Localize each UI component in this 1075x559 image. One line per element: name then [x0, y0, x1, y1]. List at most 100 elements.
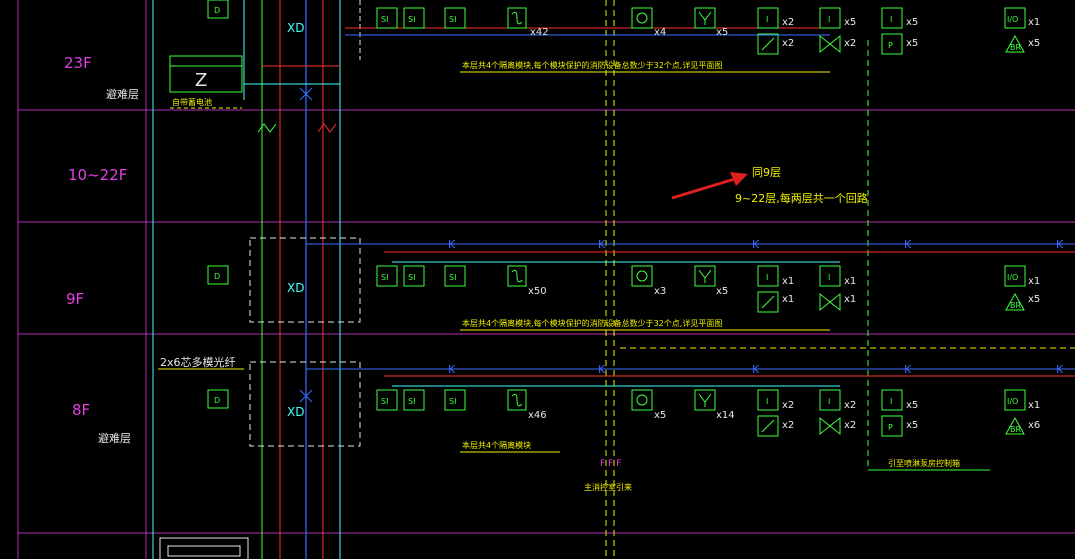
input-label-8f-1: I [766, 397, 768, 406]
input-module-icon-9f-2 [819, 265, 841, 287]
k-marker-8f-4: K [904, 363, 912, 376]
input-module-icon-8f-2 [819, 389, 841, 411]
auto-power-label: 自带蓄电池 [172, 97, 212, 107]
hydrant-button-icon-8f [757, 415, 779, 437]
main-control-label: 主消控室引来 [584, 482, 632, 492]
floor-label-10-22f: 10~22F [68, 166, 127, 184]
d-module-23f: D [214, 6, 220, 15]
count-23f-i2: x5 [844, 17, 856, 28]
p-label-23f: P [888, 41, 893, 50]
k-marker-8f-3: K [752, 363, 760, 376]
horn-icon-8f [694, 389, 716, 411]
count-8f-io: x1 [1028, 400, 1040, 411]
count-23f-s: x42 [530, 27, 549, 38]
count-8f-hydrant: x2 [782, 420, 794, 431]
count-8f-p: x5 [906, 420, 918, 431]
pump-control-label: 引至喷淋泵房控制箱 [888, 458, 960, 468]
floor-label-8f: 8F [72, 401, 90, 419]
floor-8f-section: 2x6芯多模光纤 XD D 本层共4个隔离模块 K K K K K SI SI … [158, 347, 1075, 492]
d-module-9f: D [214, 272, 220, 281]
count-23f-br: x5 [1028, 38, 1040, 49]
vertical-risers [152, 0, 869, 559]
riser-cross-23f [299, 87, 313, 101]
input-label-9f-1: I [766, 273, 768, 282]
p-label-8f: P [888, 423, 893, 432]
hydrant-button-icon-23f [757, 33, 779, 55]
riser-break-red [317, 123, 337, 133]
io-module-icon-9f [1004, 265, 1026, 287]
count-23f-i3: x5 [906, 17, 918, 28]
valve-icon-8f [819, 416, 841, 436]
annotation-arrow [671, 176, 739, 200]
k-marker-9f-2: K [598, 238, 606, 251]
si-module-9f-2: SI [408, 273, 415, 282]
count-9f-bell: x3 [654, 286, 666, 297]
k-marker-8f-1: K [448, 363, 456, 376]
refuge-label-23f: 避难层 [106, 87, 139, 101]
count-8f-br: x6 [1028, 420, 1040, 431]
io-label-23f: I/O [1007, 15, 1018, 24]
si-module-9f-1: SI [381, 273, 388, 282]
input-module-icon-23f-1 [757, 7, 779, 29]
count-9f-valve: x1 [844, 294, 856, 305]
br-label-23f: BR [1010, 43, 1021, 52]
input-module-icon-9f-1 [757, 265, 779, 287]
count-9f-s: x50 [528, 286, 547, 297]
br-label-9f: BR [1010, 301, 1021, 310]
note-23f: 本层共4个隔离模块,每个模块保护的消防设备总数少于32个点,详见平面图 [462, 60, 722, 70]
floor-label-9f: 9F [66, 290, 84, 308]
horn-icon-23f [694, 7, 716, 29]
si-module-23f-2: SI [408, 15, 415, 24]
input-module-icon-8f-1 [757, 389, 779, 411]
count-23f-i1: x2 [782, 17, 794, 28]
floor-9f-section: XD D 本层共4个隔离模块,每个模块保护的消防设备总数少于32个点,详见平面图… [207, 237, 1075, 331]
xd-box-9f: XD [287, 281, 304, 295]
si-module-23f-3: SI [449, 15, 456, 24]
input-label-23f-2: I [828, 15, 830, 24]
annotation-line1: 同9层 [752, 166, 781, 179]
k-marker-9f-4: K [904, 238, 912, 251]
count-23f-bell: x4 [654, 27, 666, 38]
count-9f-br: x5 [1028, 294, 1040, 305]
refuge-label-8f: 避难层 [98, 431, 131, 445]
valve-icon-9f [819, 292, 841, 312]
io-module-icon-23f [1004, 7, 1026, 29]
riser-break-green [257, 123, 277, 133]
count-23f-io: x1 [1028, 17, 1040, 28]
count-8f-i2: x2 [844, 400, 856, 411]
k-marker-9f-5: K [1056, 238, 1064, 251]
input-module-icon-8f-3 [881, 389, 903, 411]
fiber-label: 2x6芯多模光纤 [160, 355, 236, 369]
input-label-8f-2: I [828, 397, 830, 406]
annotation-arrow-head [730, 172, 748, 186]
k-marker-9f-1: K [448, 238, 456, 251]
broadcast-icon-8f [1005, 416, 1025, 435]
si-module-8f-3: SI [449, 397, 456, 406]
input-label-23f-1: I [766, 15, 768, 24]
si-module-23f-1: SI [381, 15, 388, 24]
valve-icon-23f [819, 34, 841, 54]
input-label-8f-3: I [890, 397, 892, 406]
br-label-8f: BR [1010, 425, 1021, 434]
count-9f-i2: x1 [844, 276, 856, 287]
count-8f-i1: x2 [782, 400, 794, 411]
count-8f-horn: x14 [716, 410, 735, 421]
count-23f-valve: x2 [844, 38, 856, 49]
alarm-bell-icon-8f [631, 389, 653, 411]
count-8f-bell: x5 [654, 410, 666, 421]
alarm-bell-icon-23f [631, 7, 653, 29]
k-marker-8f-5: K [1056, 363, 1064, 376]
count-9f-io: x1 [1028, 276, 1040, 287]
input-module-icon-23f-2 [819, 7, 841, 29]
z-power-box: Z [195, 70, 207, 91]
input-label-9f-2: I [828, 273, 830, 282]
si-module-9f-3: SI [449, 273, 456, 282]
smoke-detector-icon-8f [507, 389, 527, 411]
broadcast-icon-9f [1005, 292, 1025, 311]
si-module-8f-1: SI [381, 397, 388, 406]
horn-icon-9f [694, 265, 716, 287]
smoke-detector-icon-9f [507, 265, 527, 287]
hydrant-button-icon-9f [757, 291, 779, 313]
note-8f: 本层共4个隔离模块 [462, 440, 531, 450]
